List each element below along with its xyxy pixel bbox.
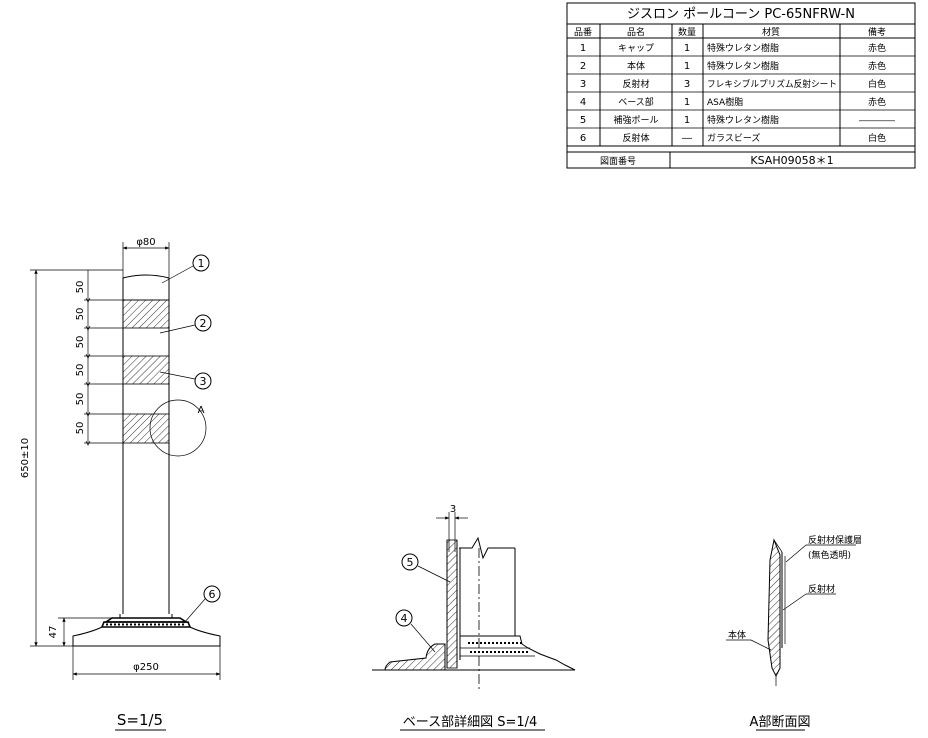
part-name: 補強ポール (613, 114, 658, 126)
section-a-view: 反射材保護層 (無色透明) 反射材 本体 A部断面図 (726, 534, 862, 731)
part-qty: 1 (684, 97, 690, 108)
base-profile (372, 635, 576, 671)
reinforcement-pole (446, 539, 458, 669)
band-dim-3: 50 (75, 336, 86, 349)
part-material: ガラスビーズ (707, 132, 760, 144)
part-qty: 3 (684, 79, 690, 90)
reflective-band-2 (122, 355, 170, 385)
parts-row-5: 5 補強ポール 1 特殊ウレタン樹脂 ―――― (580, 114, 895, 126)
parts-row-4: 4 ベース部 1 ASA樹脂 赤色 (580, 96, 886, 108)
callout-5-label: 5 (407, 556, 414, 569)
callout-3 (194, 372, 212, 390)
title-block-frame (566, 2, 916, 169)
label-protect-layer: 反射材保護層 (808, 534, 862, 546)
reflective-band-1 (122, 299, 170, 329)
callout-6 (203, 585, 221, 603)
band-dim-4: 50 (75, 364, 86, 377)
header-remarks: 備考 (868, 26, 886, 38)
product-name: ジスロン ポールコーン PC-65NFRW-N (627, 7, 855, 22)
part-no: 2 (580, 61, 586, 72)
callout-5 (401, 553, 419, 571)
header-no: 品番 (574, 26, 592, 38)
main-view: φ80 φ250 650±10 47 50 50 50 50 50 50 (20, 237, 221, 731)
drawing-no-label: 図面番号 (600, 155, 636, 167)
parts-row-1: 1 キャップ 1 特殊ウレタン樹脂 赤色 (580, 42, 886, 54)
part-remarks: 赤色 (868, 96, 886, 108)
part-name: 本体 (627, 60, 645, 72)
part-qty: 1 (684, 61, 690, 72)
parts-row-3: 3 反射材 3 フレキシブルプリズム反射シート 白色 (580, 78, 886, 90)
part-remarks: 赤色 (868, 60, 886, 72)
cap-top (122, 274, 170, 279)
part-name: キャップ (618, 43, 654, 54)
part-material: フレキシブルプリズム反射シート (707, 78, 837, 90)
base-height-label: 47 (48, 626, 59, 639)
section-a-caption: A部断面図 (750, 715, 811, 730)
part-no: 6 (580, 133, 586, 144)
callout-1-label: 1 (198, 257, 205, 270)
detail-a-label: A (198, 405, 205, 416)
base-detail-view: 3 5 4 ベース部詳細図 S=1/4 (372, 504, 576, 731)
part-qty: 1 (684, 43, 690, 54)
diameter-top-label: φ80 (136, 237, 155, 248)
callout-2 (194, 314, 212, 332)
part-remarks: ―――― (859, 116, 895, 126)
label-protect-layer-sub: (無色透明) (808, 549, 851, 561)
base-detail-caption: ベース部詳細図 S=1/4 (403, 714, 538, 730)
base-dim-label: 3 (450, 504, 456, 515)
callout-2-label: 2 (200, 317, 207, 330)
part-no: 5 (580, 115, 586, 126)
header-material: 材質 (762, 26, 780, 38)
part-remarks: 赤色 (868, 42, 886, 54)
callout-4-label: 4 (401, 612, 408, 625)
band-dim-1: 50 (75, 281, 86, 294)
header-name: 品名 (627, 26, 645, 38)
main-scale-label: S=1/5 (117, 711, 163, 729)
parts-row-2: 2 本体 1 特殊ウレタン樹脂 赤色 (580, 60, 886, 72)
part-material: 特殊ウレタン樹脂 (707, 114, 779, 126)
callout-4 (395, 609, 413, 627)
diameter-base-label: φ250 (133, 662, 159, 673)
title-block: ジスロン ポールコーン PC-65NFRW-N 品番 品名 数量 材質 備考 1… (566, 2, 916, 169)
band-dim-2: 50 (75, 308, 86, 321)
part-material: ASA樹脂 (707, 96, 743, 108)
part-material: 特殊ウレタン樹脂 (707, 60, 779, 72)
height-label: 650±10 (20, 438, 31, 478)
part-no: 1 (580, 43, 586, 54)
part-material: 特殊ウレタン樹脂 (707, 42, 779, 54)
label-reflector: 反射材 (808, 583, 835, 595)
part-name: 反射材 (622, 78, 649, 90)
drawing-no: KSAH09058＊1 (750, 154, 833, 167)
label-body: 本体 (728, 629, 746, 641)
part-name: ベース部 (618, 96, 654, 108)
base-plate (72, 626, 221, 647)
part-no: 3 (580, 79, 586, 90)
reflective-band-3 (122, 413, 170, 444)
part-qty: 1 (684, 115, 690, 126)
detail-a-circle (149, 399, 207, 457)
part-qty: ― (682, 133, 692, 144)
band-dim-6: 50 (75, 422, 86, 435)
callout-1 (192, 254, 210, 272)
part-no: 4 (580, 97, 586, 108)
base-section-hatch (384, 643, 446, 671)
callout-6-label: 6 (209, 588, 216, 601)
part-remarks: 白色 (868, 78, 886, 90)
callout-3-label: 3 (200, 375, 207, 388)
header-qty: 数量 (678, 26, 696, 38)
section-body (767, 538, 781, 678)
part-name: 反射体 (622, 132, 649, 144)
part-remarks: 白色 (868, 132, 886, 144)
break-line (459, 536, 515, 560)
band-dim-5: 50 (75, 393, 86, 406)
parts-row-6: 6 反射体 ― ガラスビーズ 白色 (580, 132, 886, 144)
